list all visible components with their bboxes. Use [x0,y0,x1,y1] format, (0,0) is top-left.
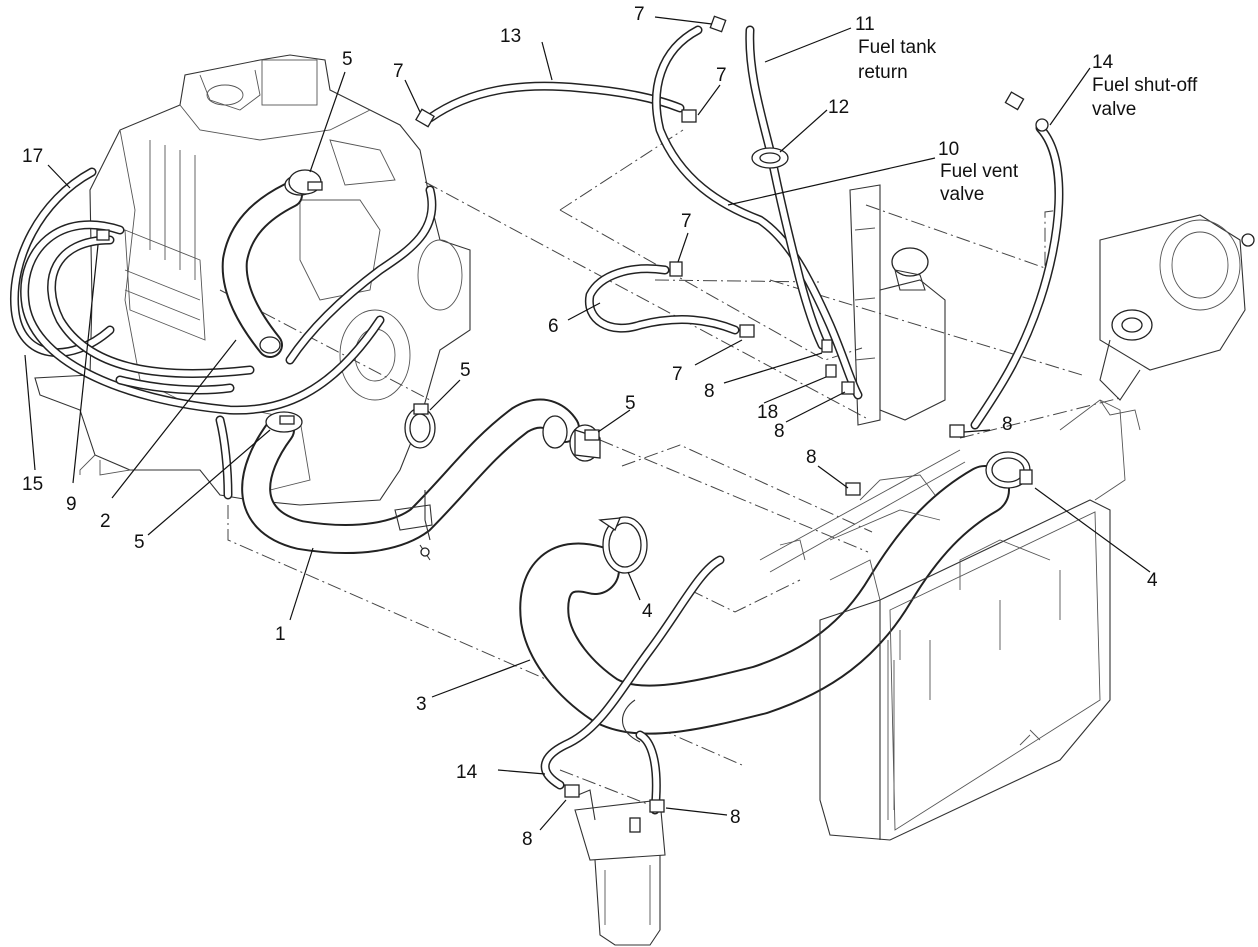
engine-block [34,54,471,506]
callout-8-b: 8 [774,421,785,442]
reservoir [849,184,946,426]
callout-5-right: 5 [625,393,636,414]
callout-17: 17 [22,146,43,167]
hose-2 [221,174,316,358]
callout-12: 12 [828,97,849,118]
callout-3: 3 [416,694,427,715]
callout-9: 9 [66,494,77,515]
callouts: 1 2 3 4 4 5 5 5 5 6 7 7 7 7 7 8 8 8 8 8 … [22,4,1198,850]
callout-6: 6 [548,316,559,337]
note-fuel-shutoff-line2: valve [1092,99,1136,120]
note-fuel-tank-return-line2: return [858,62,908,83]
grommet-12 [751,147,789,169]
callout-14-right: 14 [1092,52,1114,73]
callout-7-lower: 7 [672,364,683,385]
air-cleaner [1099,214,1255,401]
callout-18: 18 [757,402,778,423]
callout-8-c: 8 [1002,414,1013,435]
hose-1 [241,398,580,561]
note-fuel-vent-valve-line2: valve [940,184,984,205]
callout-8-a: 8 [704,381,715,402]
callout-4-right: 4 [1147,570,1158,591]
callout-2: 2 [100,511,111,532]
note-fuel-shutoff-line1: Fuel shut-off [1092,75,1198,96]
callout-8-d: 8 [806,447,817,468]
callout-5-mid: 5 [460,360,471,381]
fuel-lines [215,25,1064,815]
callout-5-top: 5 [342,49,353,70]
hose-clamps-5 [265,169,601,462]
callout-8-f: 8 [730,807,741,828]
note-fuel-vent-valve-line1: Fuel vent [940,161,1019,182]
callout-7-middle: 7 [681,211,692,232]
callout-4-center: 4 [642,601,653,622]
callout-10: 10 [938,139,959,160]
fuel-filter [574,789,666,946]
callout-13: 13 [500,26,521,47]
callout-15: 15 [22,474,43,495]
callout-11: 11 [855,14,875,35]
note-fuel-tank-return-line1: Fuel tank [858,37,937,58]
callout-7-upper-right: 7 [716,65,727,86]
hose-clamps-4 [985,451,1033,489]
radiator [819,399,1141,841]
engine-side-hoses [9,167,385,415]
callout-1: 1 [275,624,286,645]
small-clamps [96,15,1049,813]
callout-7-top: 7 [634,4,645,25]
callout-5-left: 5 [134,532,145,553]
callout-7-left: 7 [393,61,404,82]
callout-8-e: 8 [522,829,533,850]
hose-3 [519,465,1010,743]
callout-14-bottom: 14 [456,762,478,783]
leader-lines [24,16,1151,831]
